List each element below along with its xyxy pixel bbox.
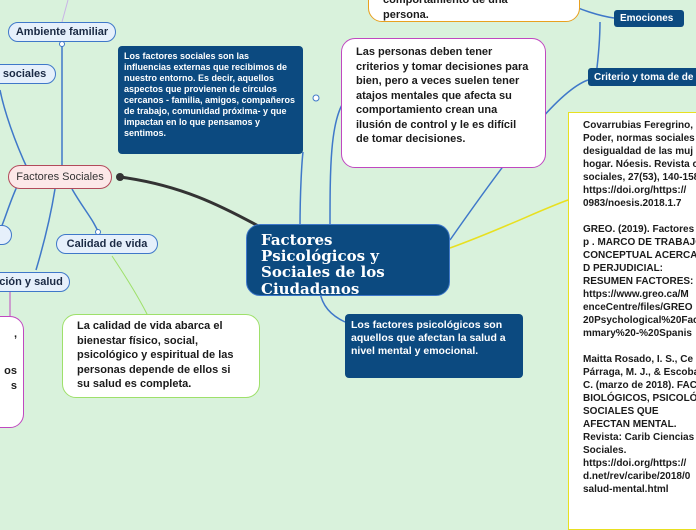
link-central-criterios (329, 99, 346, 229)
link-hub-sociales (0, 89, 29, 171)
link-central-references (449, 199, 569, 249)
central-topic[interactable]: Factores Psicológicos y Sociales de los … (246, 224, 450, 298)
note-calidad-de-vida[interactable]: La calidad de vida abarca el bienestar f… (62, 314, 260, 398)
note-factores-psicologicos-definicion[interactable]: Los factores psicológicos son aquellos q… (345, 314, 523, 378)
link-hub-dot (116, 173, 124, 181)
note-left-partial-3: s (10, 380, 17, 393)
topic-ambiente-familiar[interactable]: Ambiente familiar (8, 22, 116, 42)
topic-sociales-partial[interactable]: s sociales (0, 64, 56, 84)
note-left-partial-2: os (4, 364, 17, 377)
note-factores-sociales-definicion[interactable]: Los factores sociales son las influencia… (118, 46, 303, 154)
hub-factores-sociales[interactable]: Factores Sociales (8, 165, 112, 189)
link-calidad-note (111, 255, 149, 317)
note-left-partial[interactable]: , os s (0, 316, 24, 428)
central-topic-title: Factores Psicológicos y Sociales de los … (261, 231, 385, 298)
link-hub-central (119, 175, 263, 230)
link-hub-calidad (71, 188, 101, 237)
link-central-social-note (299, 151, 304, 229)
topic-educacion-salud-partial[interactable]: ación y salud (0, 272, 70, 292)
note-criterios[interactable]: Las personas deben tener criterios y tom… (341, 38, 546, 168)
topic-emociones[interactable]: Emociones (614, 10, 684, 27)
note-references[interactable]: Covarrubias Feregrino, Poder, normas soc… (568, 112, 696, 530)
link-hub-educacion (35, 188, 56, 271)
note-left-partial-1: , (13, 328, 17, 340)
topic-criterio-toma-decisiones[interactable]: Criterio y toma de de (588, 68, 696, 86)
topic-calidad-de-vida[interactable]: Calidad de vida (56, 234, 158, 254)
note-comportamiento-partial[interactable]: comportamiento de una persona. (368, 0, 580, 22)
